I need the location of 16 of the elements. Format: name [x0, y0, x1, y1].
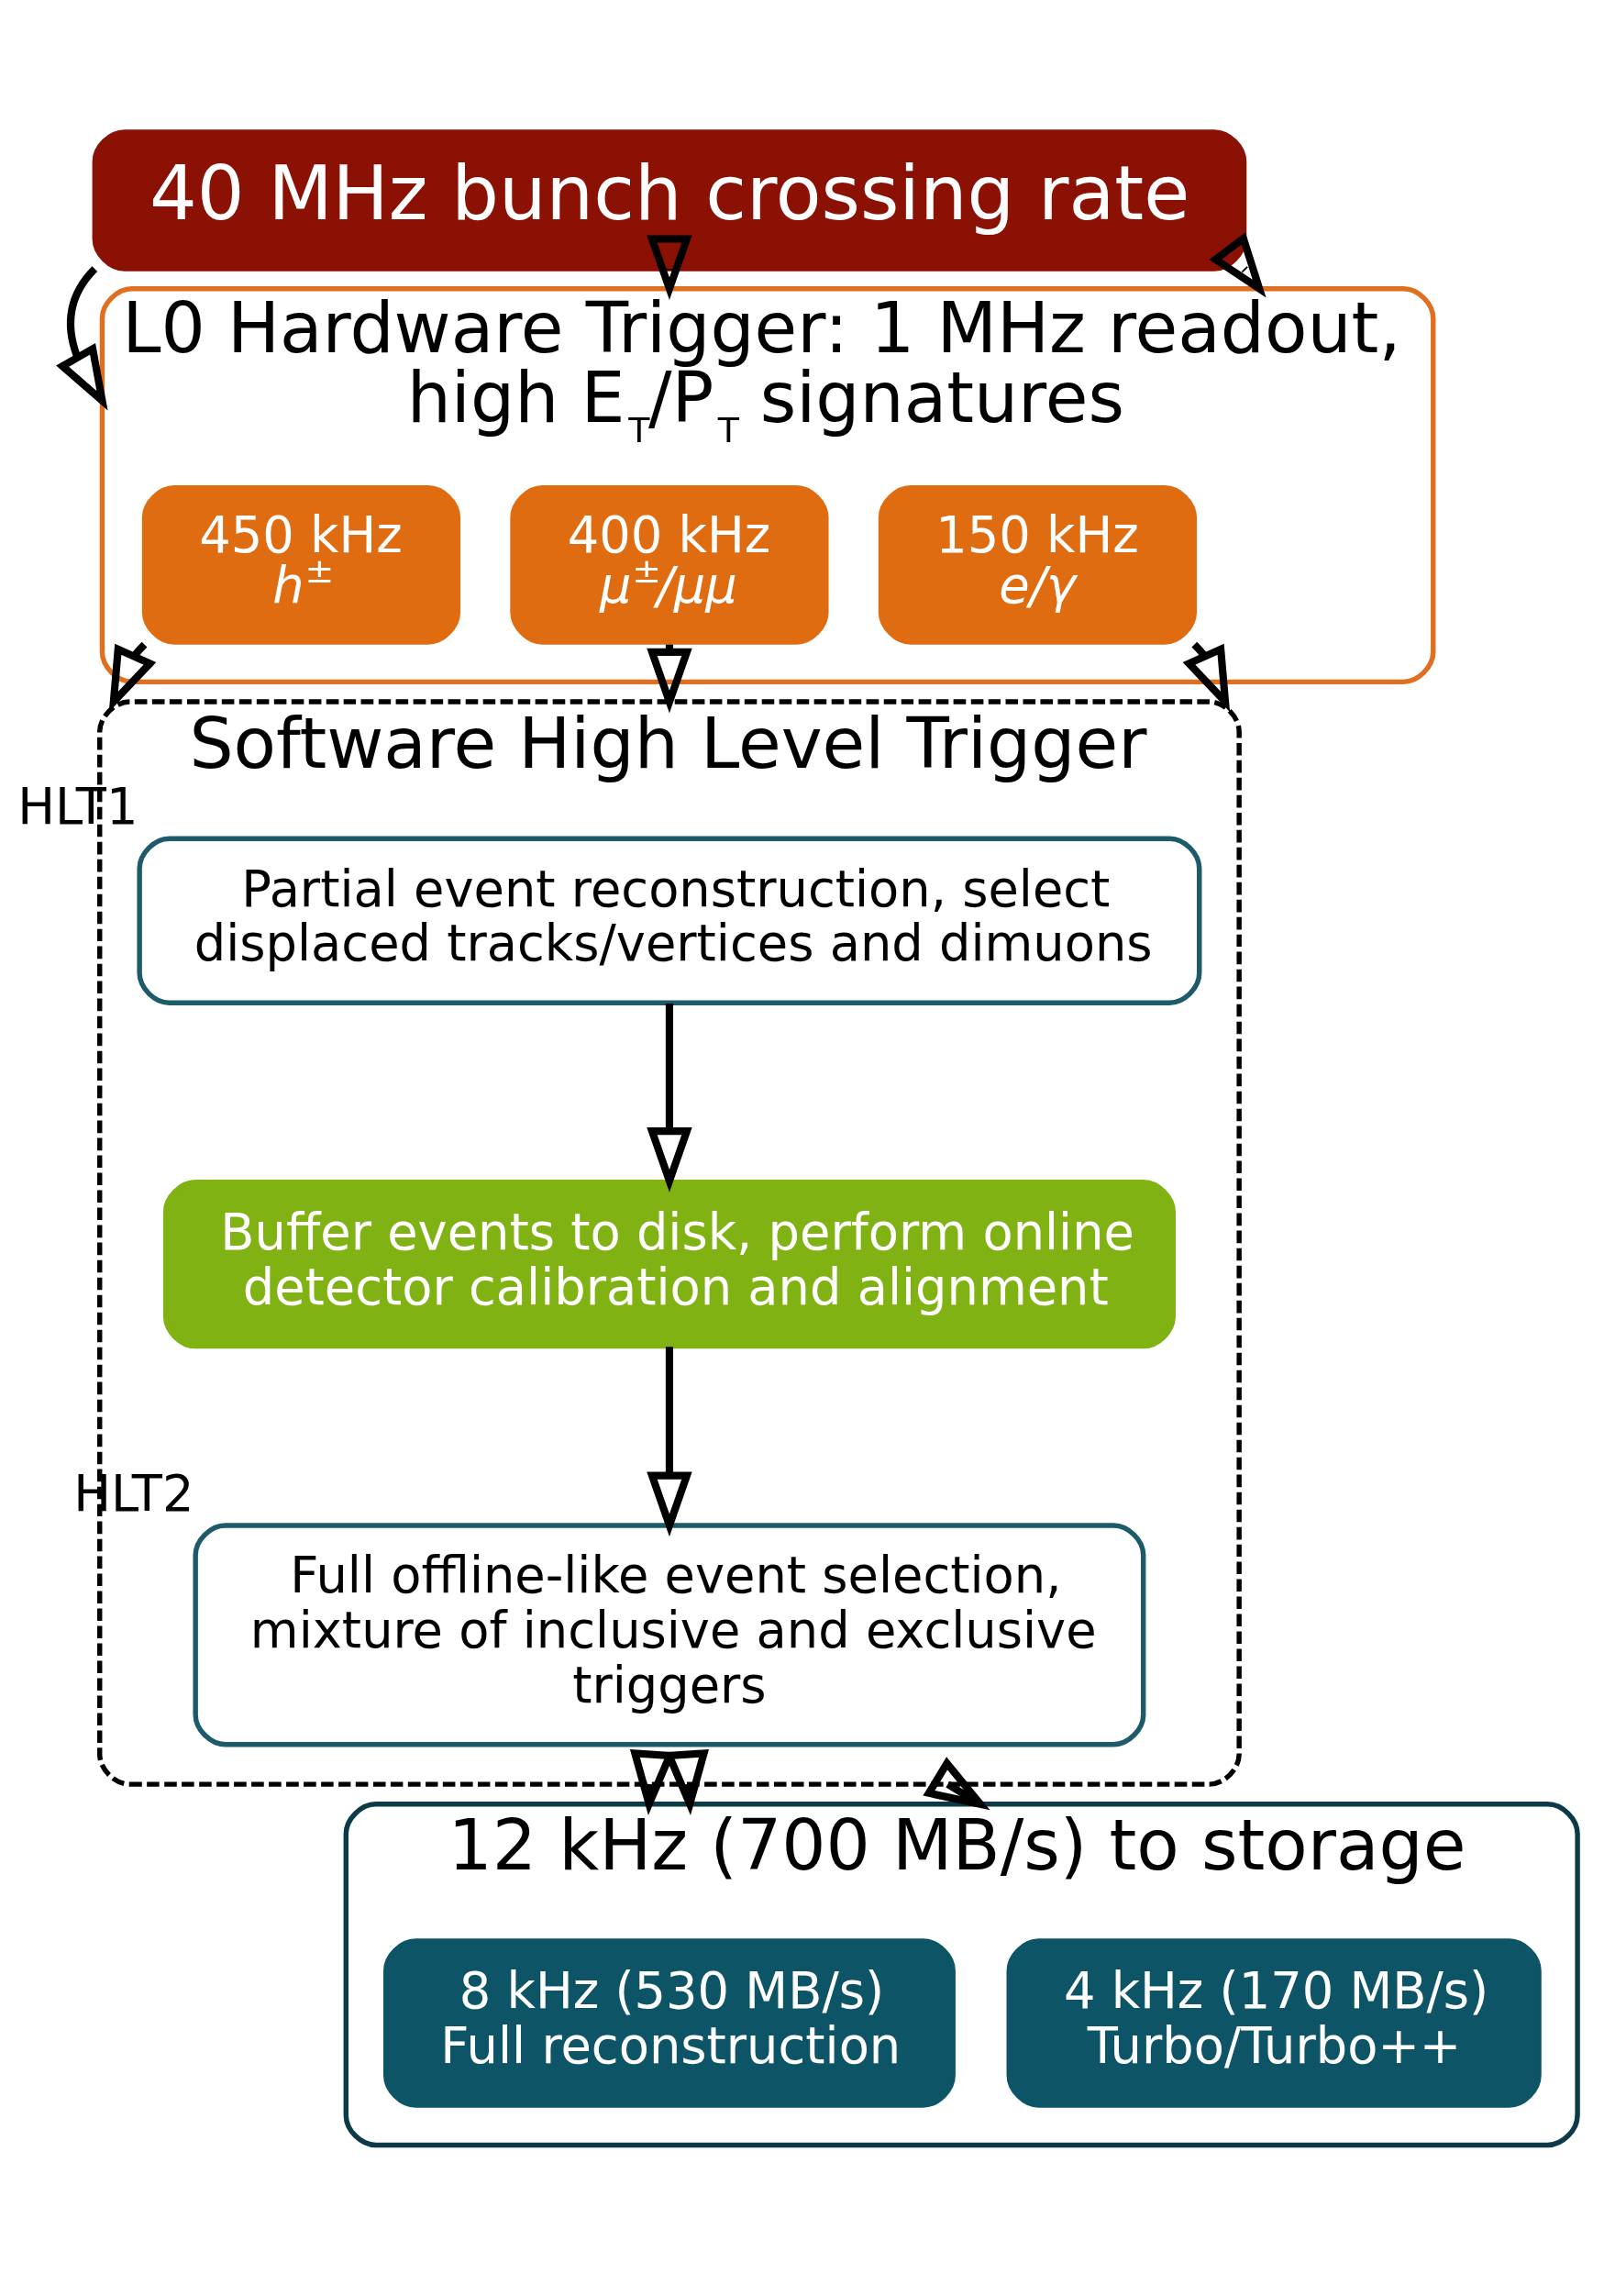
node-label: HLT2 [73, 1464, 194, 1523]
node-box: 8 kHz (530 MB/s) Full reconstruction [382, 1937, 956, 2108]
node-box: 4 kHz (170 MB/s) Turbo/Turbo++ [1006, 1937, 1542, 2108]
arrow [647, 1346, 692, 1536]
node-box: 400 kHz μ$^{±}$/μμ [510, 484, 829, 645]
node-box: Full offline-like event selection, mixture of inclusive and exclusive triggers [193, 1522, 1146, 1747]
node-box: Partial event reconstruction, select displaced tracks/vertices and dimuons [137, 836, 1202, 1005]
node-box: 450 kHz h$^{±}$ [141, 484, 461, 645]
arrow [56, 265, 108, 411]
arrow [1209, 231, 1267, 298]
node-label: HLT1 [17, 777, 138, 836]
arrow [647, 234, 692, 300]
arrow [923, 1756, 990, 1810]
node-box: Buffer events to disk, perform online detector calibration and alignment [162, 1179, 1176, 1348]
node-box: 150 kHz e/γ [878, 484, 1198, 645]
arrow [647, 1003, 692, 1192]
